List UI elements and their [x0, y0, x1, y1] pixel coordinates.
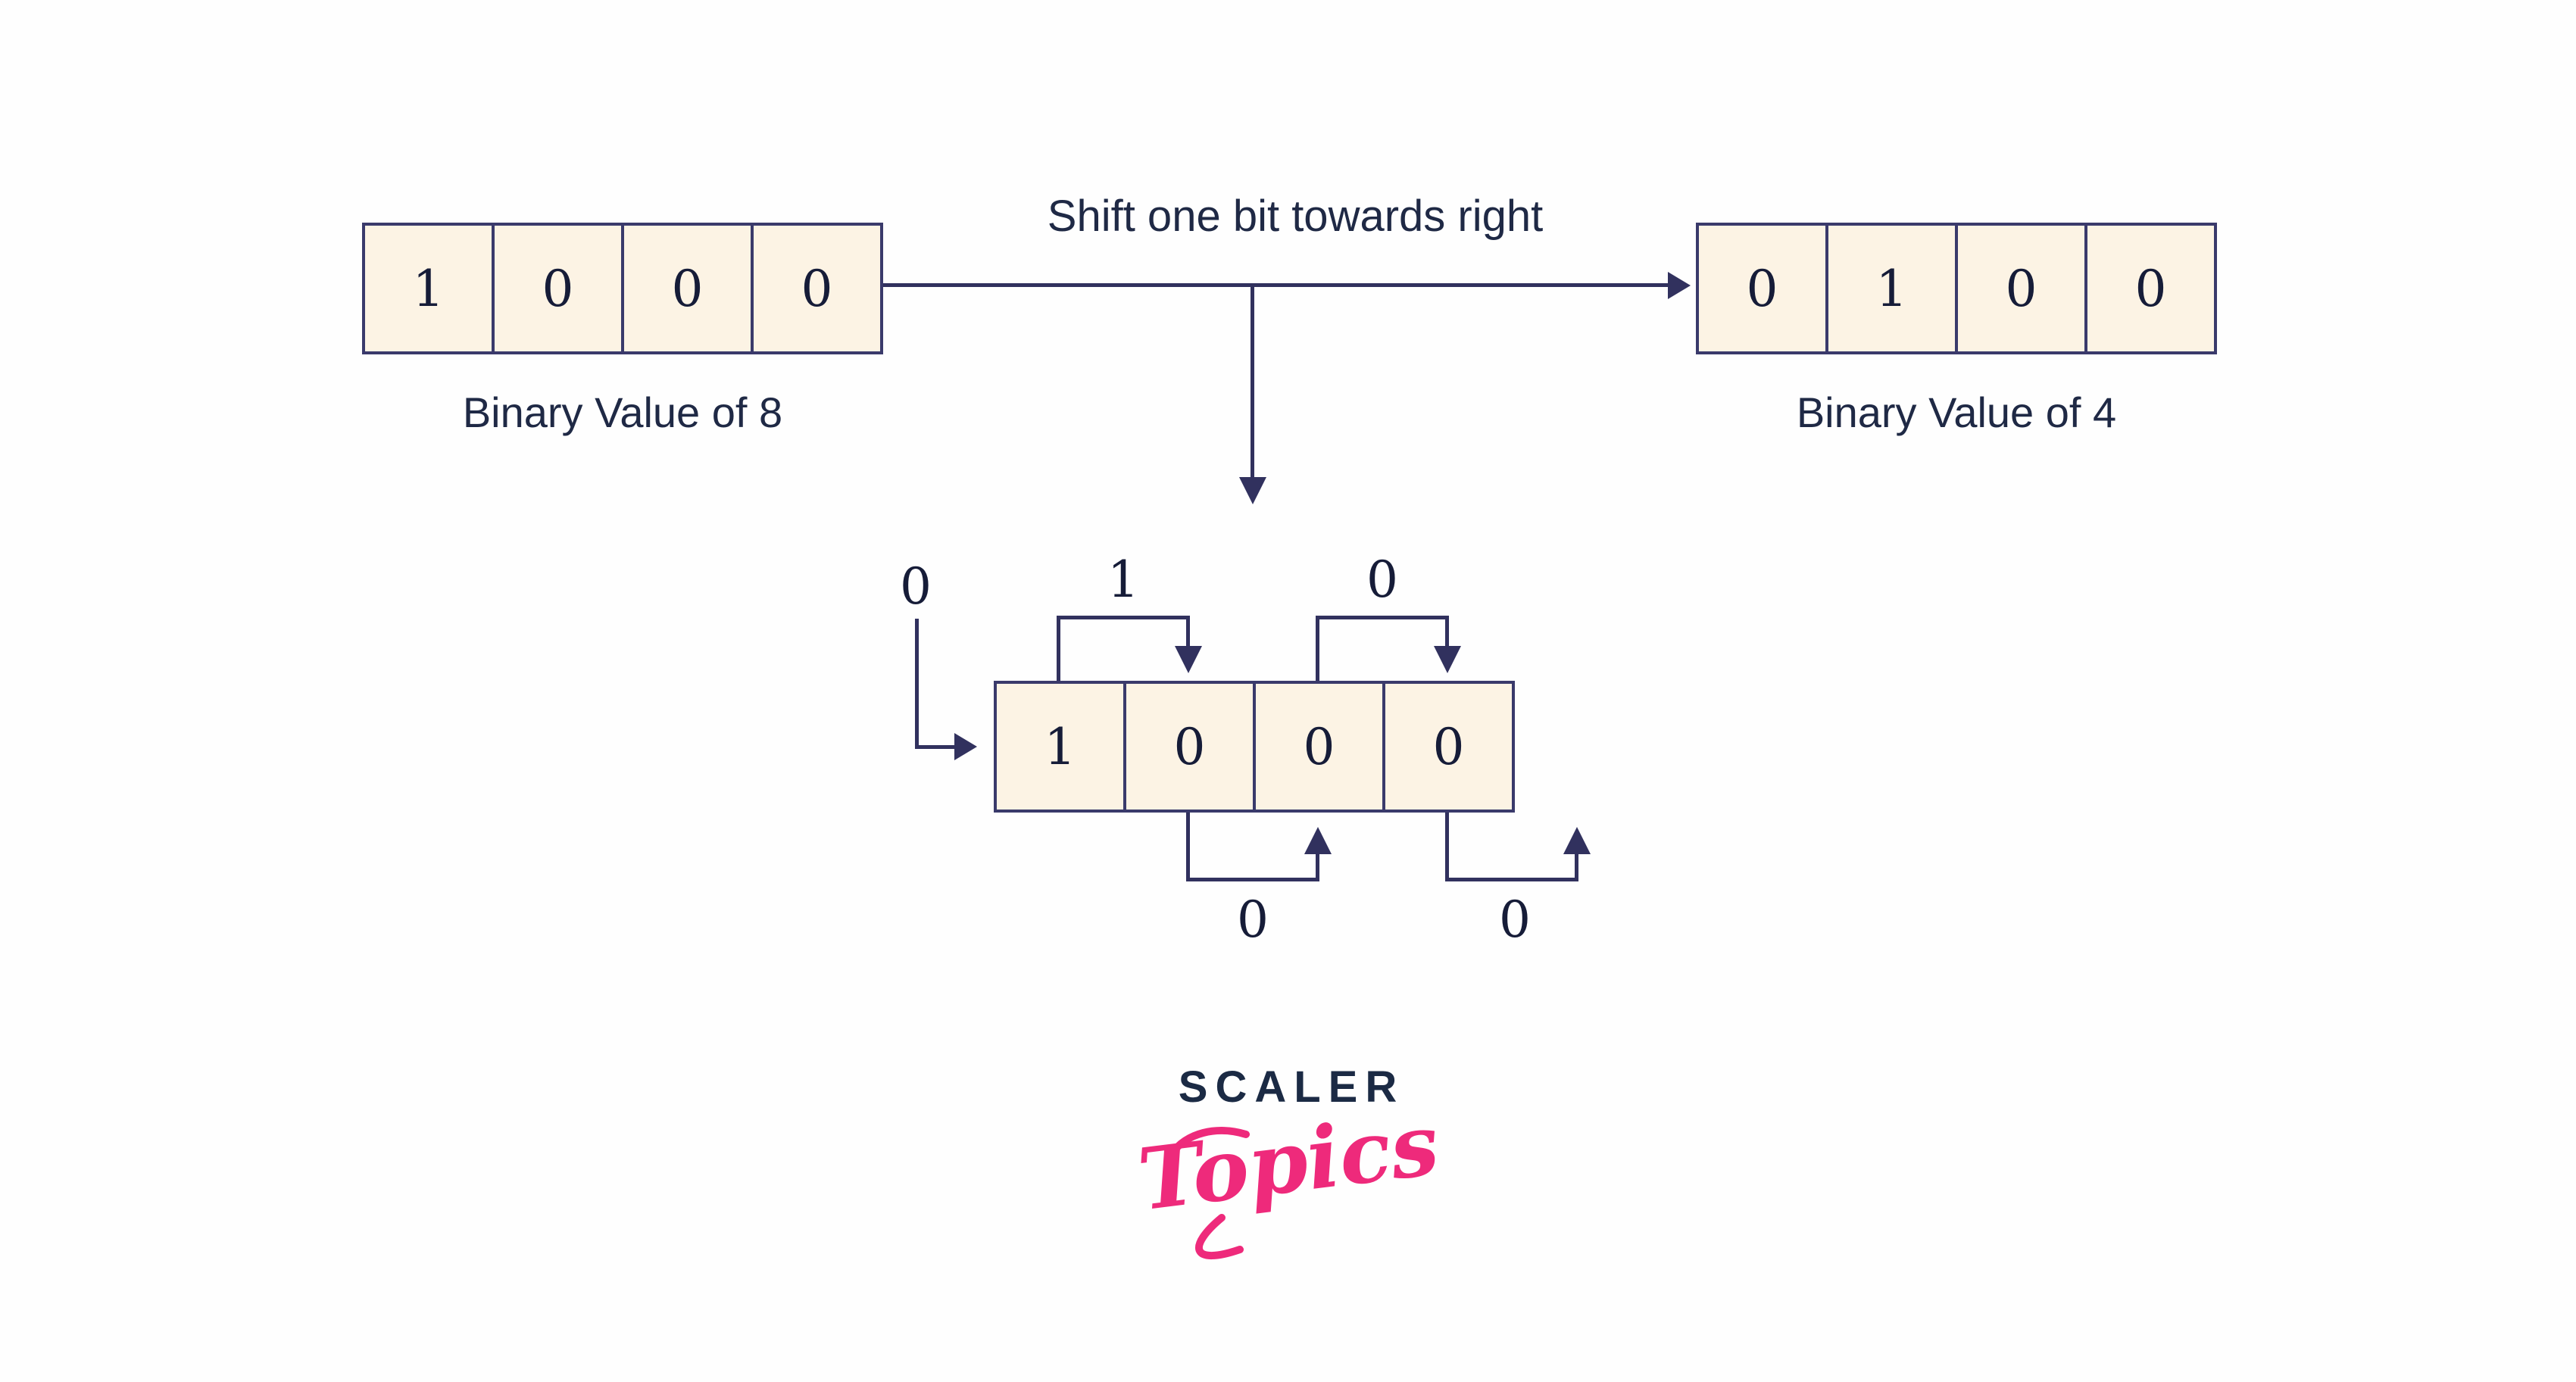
logo: Topics — [1133, 1095, 1443, 1260]
detail-arrow-line — [1251, 285, 1254, 477]
bottom-move-1-right-leg — [1316, 854, 1319, 881]
bottom-move-1-bit-label: 0 — [1237, 891, 1269, 949]
left-register-caption: Binary Value of 8 — [462, 388, 783, 436]
right-register-caption: Binary Value of 4 — [1796, 388, 2117, 436]
right-bit-cell-4: 0 — [2084, 223, 2217, 354]
detail-bit-cell-2: 0 — [1123, 681, 1256, 813]
bottom-move-2-bit-label: 0 — [1499, 891, 1531, 949]
topics-crossbar-swash — [1168, 1127, 1250, 1158]
bottom-move-1-bar — [1186, 878, 1319, 881]
detail-register: 1 0 0 0 — [994, 681, 1515, 813]
top-move-1-arrow-head — [1175, 646, 1202, 673]
top-move-2-arrow-head — [1434, 646, 1461, 673]
topics-swash — [1195, 1214, 1244, 1260]
top-move-1-right-leg — [1186, 616, 1190, 646]
detail-bit-cell-4: 0 — [1382, 681, 1515, 813]
left-bit-cell-3: 0 — [621, 223, 754, 354]
right-bit-cell-3: 0 — [1955, 223, 2087, 354]
left-bit-cell-1: 1 — [362, 223, 495, 354]
bottom-move-1-arrow-head — [1304, 827, 1332, 854]
top-move-1-bit-label: 1 — [1107, 551, 1139, 609]
bottom-move-2-right-leg — [1575, 854, 1578, 881]
incoming-bit-label: 0 — [900, 557, 932, 616]
bottom-move-2-arrow-head — [1563, 827, 1591, 854]
detail-bit-cell-3: 0 — [1253, 681, 1385, 813]
left-bit-cell-2: 0 — [492, 223, 624, 354]
left-binary-register: 1 0 0 0 — [362, 223, 883, 354]
top-move-2-bit-label: 0 — [1366, 551, 1398, 609]
detail-bit-cell-1: 1 — [994, 681, 1126, 813]
shift-arrow-line — [883, 283, 1668, 287]
top-move-1-bar — [1057, 616, 1190, 619]
shift-title: Shift one bit towards right — [1047, 192, 1544, 241]
bottom-move-2-bar — [1445, 878, 1578, 881]
top-move-2-left-leg — [1316, 616, 1319, 682]
top-move-2-right-leg — [1445, 616, 1449, 646]
logo-brand-text: SCALER — [1178, 1062, 1405, 1112]
detail-arrow-head — [1239, 477, 1266, 504]
right-bit-cell-2: 1 — [1825, 223, 1958, 354]
bottom-move-1-left-leg — [1186, 813, 1190, 881]
incoming-bit-line-h — [915, 745, 954, 749]
logo-product-text: Topics — [1133, 1095, 1443, 1230]
shift-arrow-head — [1668, 272, 1691, 299]
incoming-bit-arrow-head — [954, 733, 977, 760]
right-bit-cell-1: 0 — [1696, 223, 1828, 354]
incoming-bit-line-v — [915, 619, 919, 749]
top-move-2-bar — [1316, 616, 1449, 619]
top-move-1-left-leg — [1057, 616, 1060, 682]
right-binary-register: 0 1 0 0 — [1696, 223, 2217, 354]
left-bit-cell-4: 0 — [751, 223, 883, 354]
bottom-move-2-left-leg — [1445, 813, 1449, 881]
